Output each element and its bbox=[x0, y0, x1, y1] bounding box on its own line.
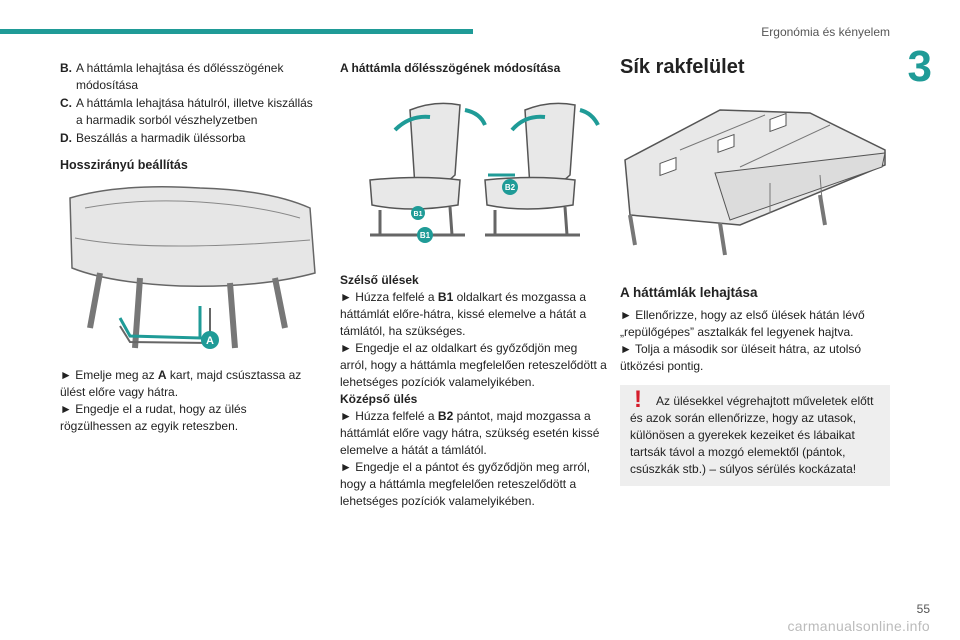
figure-label: B1 bbox=[414, 211, 423, 218]
step-label: B1 bbox=[437, 290, 454, 304]
right-steps: A háttámlák lehajtása ► Ellenőrizze, hog… bbox=[620, 284, 890, 486]
list-item: B. A háttámla lehajtása és dőlésszögének… bbox=[60, 60, 320, 94]
list-label: C. bbox=[60, 96, 72, 110]
list-label: D. bbox=[60, 131, 72, 145]
backrest-adjust-illustration: B1 B1 B2 bbox=[369, 102, 600, 243]
left-steps: ► Emelje meg az A kart, majd csúsztassa … bbox=[60, 367, 320, 435]
left-column: B. A háttámla lehajtása és dőlésszögének… bbox=[60, 60, 320, 174]
step-text: ► Tolja a második sor üléseit hátra, az … bbox=[620, 342, 862, 373]
right-heading: Sík rakfelület bbox=[620, 55, 890, 78]
exclamation-icon: ! bbox=[634, 386, 642, 413]
step-text: ► Ellenőrizze, hogy az első ülések hátán… bbox=[620, 308, 865, 339]
warning-text: Az ülésekkel végrehajtott műveletek előt… bbox=[630, 394, 874, 476]
list-item: D. Beszállás a harmadik üléssorba bbox=[60, 130, 320, 147]
step-text-part: ► Emelje meg az bbox=[60, 368, 158, 382]
page-heading: Sík rakfelület bbox=[620, 56, 745, 78]
middle-heading: A háttámla dőlésszögének módosítása bbox=[340, 60, 605, 77]
list-text: Beszállás a harmadik üléssorba bbox=[76, 131, 246, 145]
step-text-part: ► Húzza felfelé a bbox=[340, 409, 438, 423]
step-text-part: kart, majd csúsztassa az ülést előre vag… bbox=[60, 368, 302, 399]
list-text: A háttámla lehajtása és dőlésszögének mó… bbox=[76, 61, 284, 92]
watermark: carmanualsonline.info bbox=[787, 618, 930, 634]
step-text: ► Húzza felfelé a B1 oldalkart és mozgas… bbox=[340, 289, 608, 340]
figure-label: A bbox=[206, 335, 214, 347]
section-title: Ergonómia és kényelem bbox=[761, 25, 890, 39]
middle-steps: Szélső ülések ► Húzza felfelé a B1 oldal… bbox=[340, 272, 608, 510]
figure-label: B2 bbox=[505, 183, 516, 192]
warning-box: ! Az ülésekkel végrehajtott műveletek el… bbox=[620, 385, 890, 486]
list-text: A háttámla lehajtása hátulról, illetve k… bbox=[76, 96, 313, 127]
chapter-number: 3 bbox=[907, 42, 932, 91]
step-text-part: ► Húzza felfelé a bbox=[340, 290, 438, 304]
list-label: B. bbox=[60, 61, 72, 75]
step-text: ► Engedje el a pántot és győződjön meg a… bbox=[340, 460, 591, 508]
step-text: ► Engedje el az oldalkart és győződjön m… bbox=[340, 341, 607, 389]
fold-backrests-heading: A háttámlák lehajtása bbox=[620, 285, 758, 300]
outer-seats-heading: Szélső ülések bbox=[340, 273, 419, 287]
step-text-part: pántot, majd mozgassa a háttámlát előre … bbox=[340, 409, 600, 457]
step-text-part: oldalkart és mozgassa a háttámlát előre-… bbox=[340, 290, 587, 338]
step-text: ► Emelje meg az A kart, majd csúsztassa … bbox=[60, 367, 320, 401]
step-label: A bbox=[157, 368, 167, 382]
header-accent-bar bbox=[0, 29, 473, 34]
list-item: C. A háttámla lehajtása hátulról, illetv… bbox=[60, 95, 320, 129]
step-text: ► Húzza felfelé a B2 pántot, majd mozgas… bbox=[340, 408, 608, 459]
figure-label: B1 bbox=[420, 231, 431, 240]
page-number: 55 bbox=[916, 602, 930, 616]
middle-seat-heading: Középső ülés bbox=[340, 392, 418, 406]
longitudinal-heading: Hosszirányú beállítás bbox=[60, 158, 188, 172]
backrest-angle-heading: A háttámla dőlésszögének módosítása bbox=[340, 61, 561, 75]
step-label: B2 bbox=[437, 409, 454, 423]
seat-lever-illustration: A bbox=[60, 178, 320, 358]
flat-floor-illustration bbox=[624, 109, 886, 256]
step-text: ► Engedje el a rudat, hogy az ülés rögzü… bbox=[60, 402, 247, 433]
